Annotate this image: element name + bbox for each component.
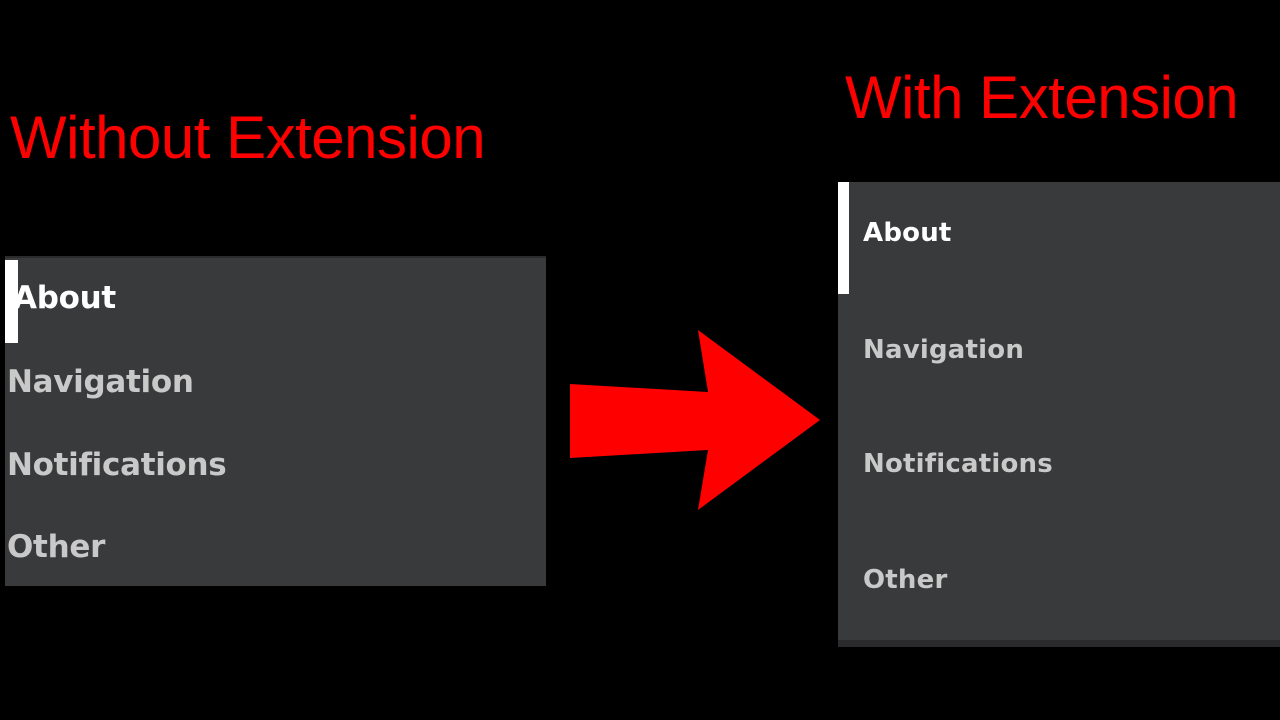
arrow-right-icon: [558, 314, 836, 528]
active-indicator: [838, 182, 849, 294]
nav-item-navigation[interactable]: Navigation: [7, 364, 194, 400]
nav-item-other[interactable]: Other: [7, 529, 106, 565]
caption-with-extension: With Extension: [845, 64, 1239, 131]
nav-item-notifications[interactable]: Notifications: [7, 447, 227, 483]
active-indicator: [5, 260, 18, 343]
settings-nav-with-extension: About Navigation Notifications Other: [838, 182, 1280, 647]
nav-item-navigation[interactable]: Navigation: [863, 335, 1025, 365]
nav-item-other[interactable]: Other: [863, 565, 948, 595]
nav-item-about[interactable]: About: [13, 280, 116, 316]
caption-without-extension: Without Extension: [10, 104, 486, 171]
nav-item-about[interactable]: About: [863, 218, 952, 248]
settings-nav-without-extension: About Navigation Notifications Other: [5, 256, 546, 586]
nav-item-notifications[interactable]: Notifications: [863, 449, 1053, 479]
